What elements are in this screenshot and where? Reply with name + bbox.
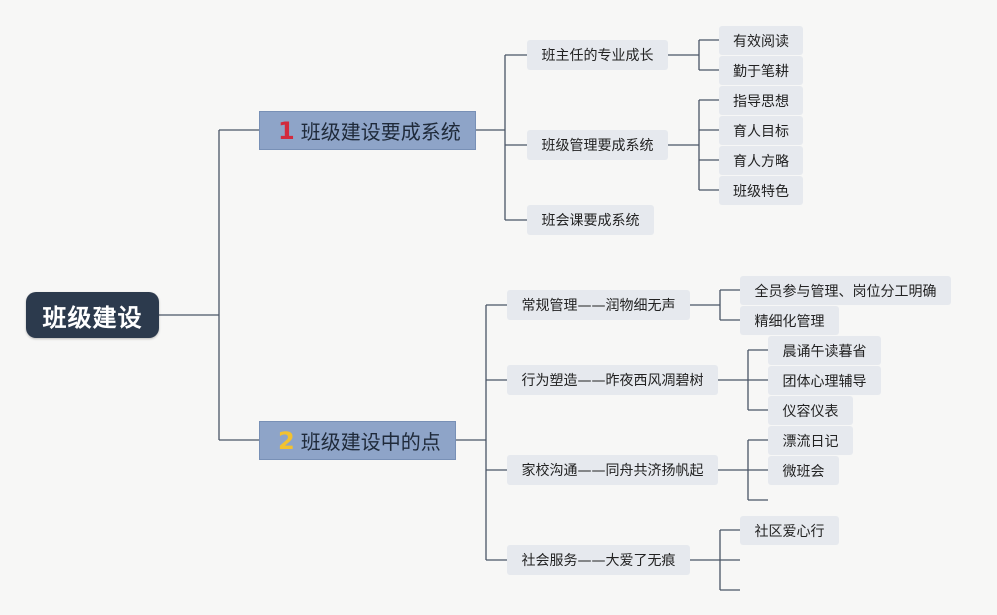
- sub-node-label: 家校沟通——同舟共济扬帆起: [521, 463, 704, 479]
- sub-node-label: 社会服务——大爱了无痕: [521, 553, 676, 569]
- sub-node-2-4[interactable]: 社会服务——大爱了无痕: [507, 545, 690, 575]
- leaf-node[interactable]: 漂流日记: [768, 426, 853, 455]
- leaf-label: 仪容仪表: [782, 403, 839, 420]
- leaf-node[interactable]: 班级特色: [719, 176, 803, 205]
- leaf-node[interactable]: 晨诵午读暮省: [768, 336, 881, 365]
- connector: [718, 349, 768, 411]
- sub-node-label: 常规管理——润物细无声: [521, 298, 676, 314]
- branch-number-2: 2: [278, 426, 295, 455]
- leaf-node[interactable]: 全员参与管理、岗位分工明确: [740, 276, 951, 305]
- leaf-node[interactable]: 勤于笔耕: [719, 56, 803, 85]
- leaf-label: 育人目标: [733, 123, 789, 140]
- leaf-node[interactable]: 微班会: [768, 456, 839, 485]
- branch-label-2: 班级建设中的点: [300, 430, 441, 454]
- leaf-label: 育人方略: [733, 153, 789, 170]
- connector: [456, 304, 507, 561]
- leaf-label: 晨诵午读暮省: [782, 343, 867, 360]
- sub-node-label: 行为塑造——昨夜西风凋碧树: [521, 373, 704, 389]
- branch-number-1: 1: [278, 116, 295, 145]
- connector: [668, 39, 719, 71]
- sub-node-1-2[interactable]: 班级管理要成系统: [527, 130, 668, 160]
- leaf-label: 班级特色: [733, 183, 789, 200]
- leaf-node[interactable]: 指导思想: [719, 86, 803, 115]
- connector: [690, 529, 740, 591]
- leaf-label: 全员参与管理、岗位分工明确: [754, 283, 937, 300]
- sub-node-2-2[interactable]: 行为塑造——昨夜西风凋碧树: [507, 365, 718, 395]
- leaf-label: 指导思想: [733, 93, 789, 110]
- sub-node-1-3[interactable]: 班会课要成系统: [527, 205, 654, 235]
- leaf-node[interactable]: 团体心理辅导: [768, 366, 881, 395]
- leaf-label: 团体心理辅导: [782, 373, 867, 390]
- leaf-node[interactable]: 仪容仪表: [768, 396, 853, 425]
- connector: [476, 54, 527, 221]
- connector: [159, 129, 259, 441]
- leaf-node[interactable]: 精细化管理: [740, 306, 839, 335]
- sub-node-label: 班主任的专业成长: [541, 48, 654, 64]
- leaf-label: 社区爱心行: [754, 523, 825, 540]
- leaf-label: 精细化管理: [754, 313, 825, 330]
- sub-node-2-3[interactable]: 家校沟通——同舟共济扬帆起: [507, 455, 718, 485]
- leaf-label: 漂流日记: [782, 433, 839, 450]
- sub-node-1-1[interactable]: 班主任的专业成长: [527, 40, 668, 70]
- branch-node-2[interactable]: 2 班级建设中的点: [259, 421, 456, 460]
- leaf-label: 勤于笔耕: [733, 63, 789, 80]
- leaf-node[interactable]: 有效阅读: [719, 26, 803, 55]
- leaf-label: 有效阅读: [733, 33, 789, 50]
- root-label: 班级建设: [42, 303, 143, 332]
- branch-label-1: 班级建设要成系统: [300, 120, 461, 144]
- root-node[interactable]: 班级建设: [26, 292, 159, 338]
- connector: [690, 289, 740, 321]
- sub-node-label: 班会课要成系统: [541, 213, 640, 229]
- branch-node-1[interactable]: 1 班级建设要成系统: [259, 111, 476, 150]
- connector: [668, 99, 719, 191]
- connector: [718, 439, 768, 501]
- sub-node-label: 班级管理要成系统: [541, 138, 654, 154]
- leaf-node[interactable]: 育人方略: [719, 146, 803, 175]
- leaf-node[interactable]: 社区爱心行: [740, 516, 839, 545]
- sub-node-2-1[interactable]: 常规管理——润物细无声: [507, 290, 690, 320]
- leaf-label: 微班会: [782, 463, 825, 480]
- leaf-node[interactable]: 育人目标: [719, 116, 803, 145]
